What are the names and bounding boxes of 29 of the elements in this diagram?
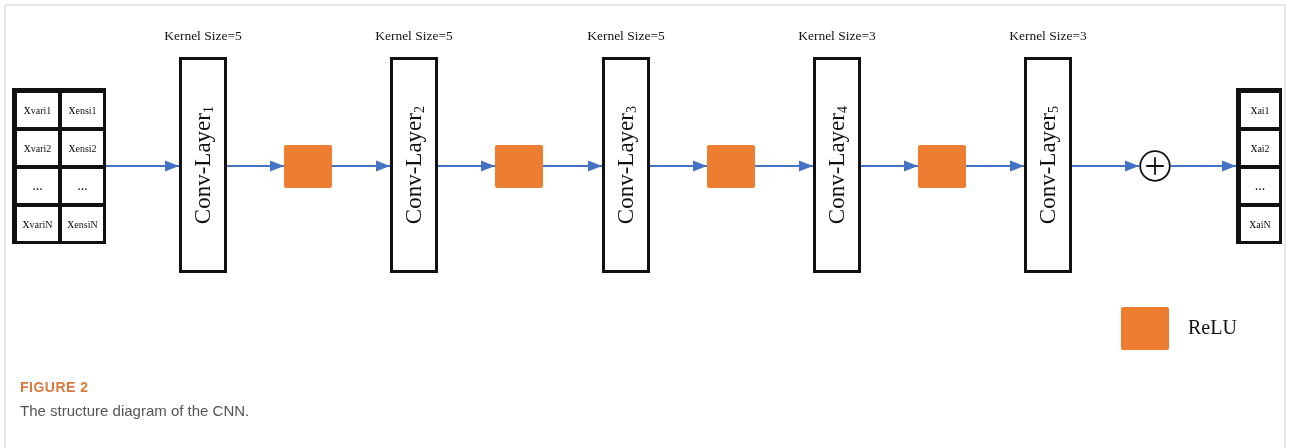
arrow (105, 160, 180, 172)
arrow (965, 160, 1025, 172)
arrow (1170, 160, 1237, 172)
matrix-grid (1236, 88, 1282, 244)
matrix-cell: ... (15, 167, 60, 205)
relu-block (284, 145, 332, 188)
arrow (226, 160, 285, 172)
relu-block (918, 145, 966, 188)
relu-block (707, 145, 755, 188)
kernel-size-label: Kernel Size=5 (164, 28, 242, 44)
matrix-grid (12, 88, 106, 244)
figure-number: FIGURE 2 (20, 379, 89, 395)
sum-circle (1139, 150, 1171, 182)
kernel-size-label: Kernel Size=3 (798, 28, 876, 44)
arrow (437, 160, 496, 172)
kernel-size-label: Kernel Size=3 (1009, 28, 1087, 44)
kernel-size-label: Kernel Size=5 (587, 28, 665, 44)
arrow (331, 160, 391, 172)
arrow (1071, 160, 1140, 172)
matrix-cell: ... (1239, 167, 1281, 205)
arrow (542, 160, 603, 172)
figure-caption: The structure diagram of the CNN. (20, 402, 250, 419)
matrix-cell: ... (60, 167, 105, 205)
kernel-size-label: Kernel Size=5 (375, 28, 453, 44)
relu-block (495, 145, 543, 188)
arrow (754, 160, 814, 172)
legend-label: ReLU (1188, 316, 1237, 339)
arrow (860, 160, 919, 172)
arrow (649, 160, 708, 172)
